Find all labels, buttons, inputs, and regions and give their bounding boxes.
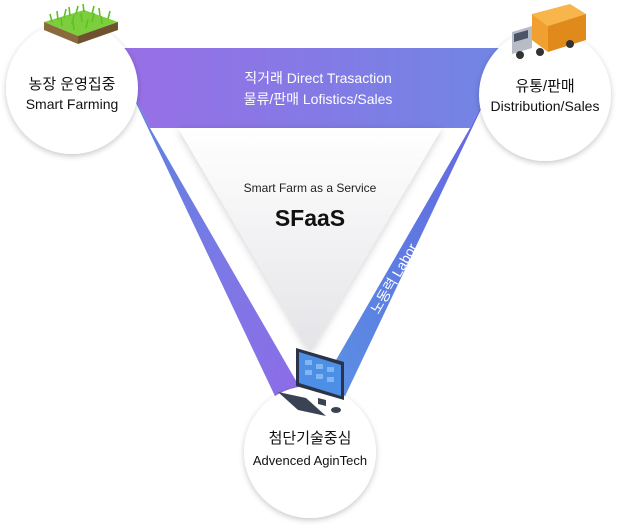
tech-label-ko: 첨단기술중심	[269, 430, 352, 447]
tech-label-en: Advenced AginTech	[253, 453, 367, 468]
triangle-bands	[110, 48, 510, 470]
node-agritech: 첨단기술중심 Advenced AginTech	[244, 348, 376, 518]
band-right	[310, 48, 510, 470]
band-top	[110, 48, 510, 128]
delivery-truck-icon	[512, 4, 586, 59]
farm-label-en: Smart Farming	[26, 96, 119, 112]
sales-label-ko: 유통/판매	[515, 78, 574, 95]
grass-tile-icon	[44, 3, 118, 44]
edge-top-line1: 직거래 Direct Trasaction	[244, 70, 392, 86]
center-title: SFaaS	[275, 205, 345, 231]
center-subtitle: Smart Farm as a Service	[244, 181, 377, 195]
computer-icon	[278, 348, 344, 416]
band-left	[110, 48, 310, 470]
node-smart-farming: 농장 운영집중 Smart Farming	[6, 3, 138, 154]
node-distribution-sales: 유통/판매 Distribution/Sales	[479, 4, 611, 161]
farm-label-ko: 농장 운영집중	[29, 76, 116, 93]
center-triangle	[178, 128, 442, 352]
edge-top-line2: 물류/판매 Lofistics/Sales	[244, 91, 393, 107]
sales-label-en: Distribution/Sales	[491, 98, 600, 114]
